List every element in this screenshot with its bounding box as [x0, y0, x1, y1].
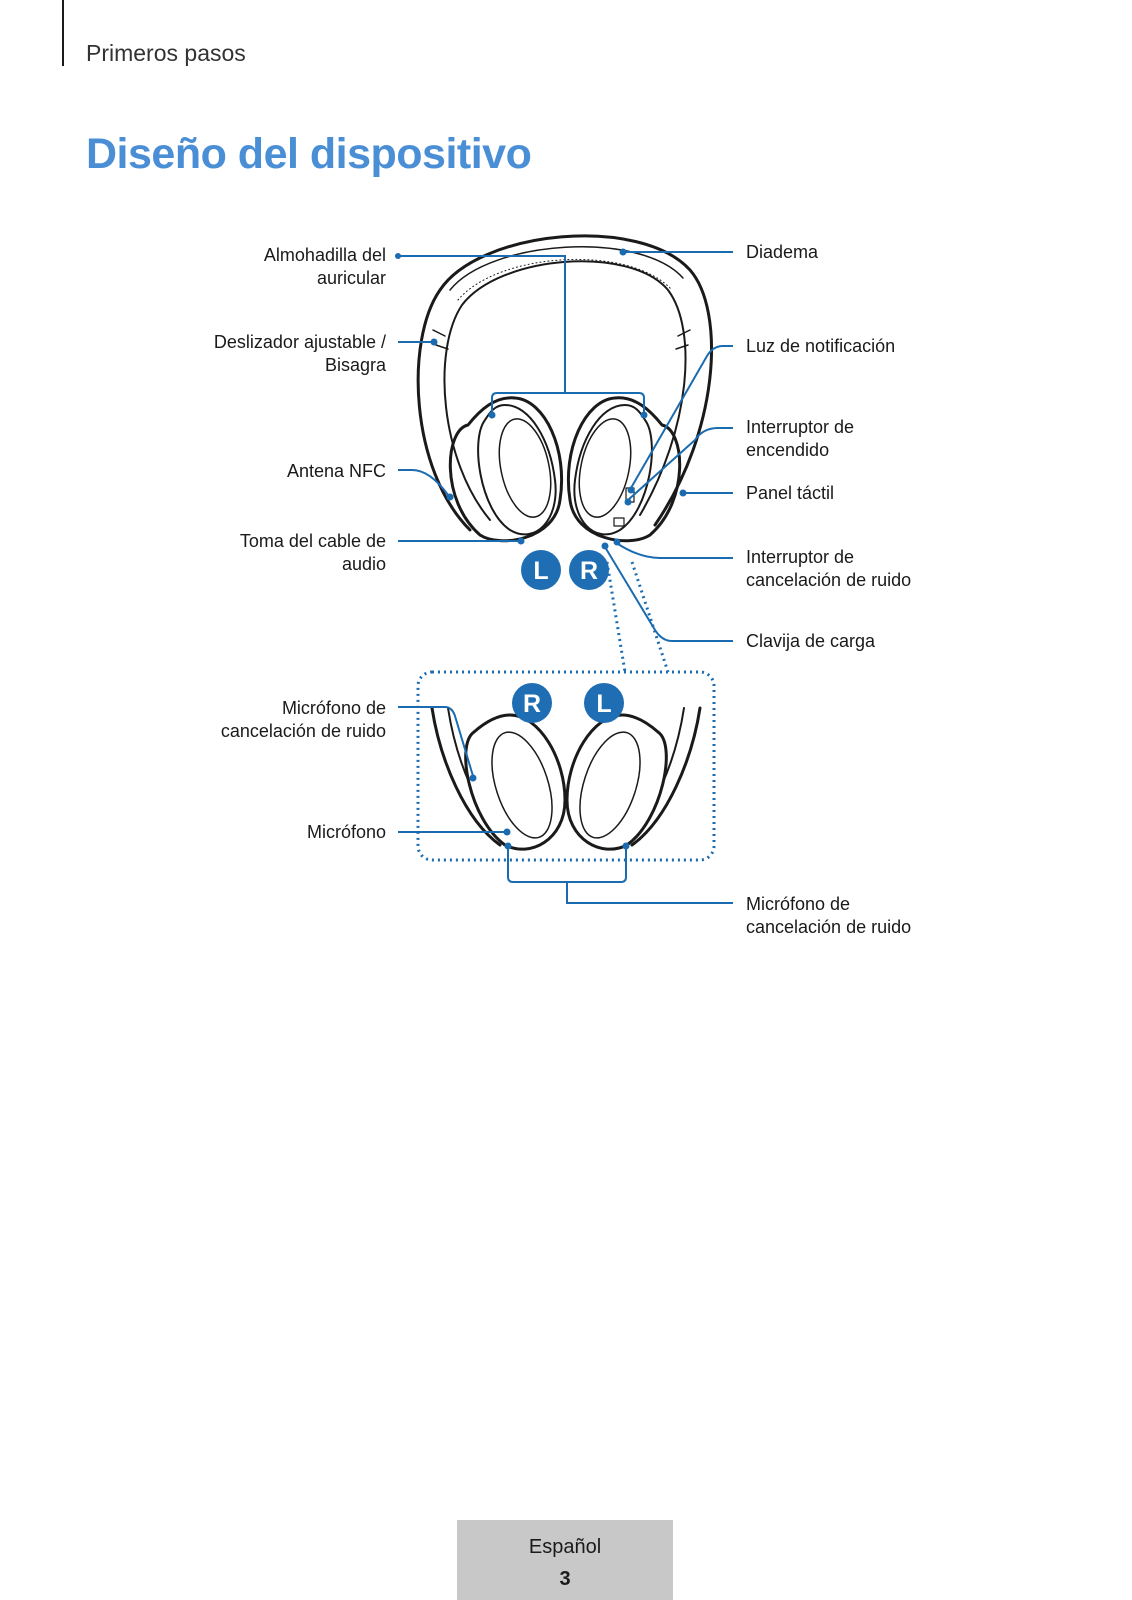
page-title: Diseño del dispositivo	[86, 130, 532, 178]
badge-letter: R	[523, 690, 541, 718]
label-touch-panel: Panel táctil	[746, 483, 835, 503]
label-headband: Diadema	[746, 242, 819, 262]
callout-lines	[398, 251, 733, 904]
label-notification-light: Luz de notificación	[746, 336, 896, 356]
rear-view-frame	[416, 670, 716, 862]
headphones-front-illustration	[416, 234, 713, 543]
badge-letter: L	[533, 557, 548, 585]
headphones-diagram: L R R L	[395, 234, 733, 904]
rear-view-connector	[605, 561, 670, 673]
label-microphone: Micrófono	[306, 822, 386, 842]
badge-letter: L	[596, 690, 611, 718]
margin-rule	[62, 0, 64, 66]
footer-language: Español	[528, 1536, 602, 1558]
label-slider-hinge: Deslizador ajustable /Bisagra	[213, 332, 386, 375]
badge-letter: R	[580, 557, 598, 585]
badge-top-right: R	[569, 550, 609, 590]
section-title: Primeros pasos	[86, 40, 246, 66]
page-number: 3	[559, 1568, 571, 1590]
badge-bottom-left: L	[584, 683, 624, 723]
headphones-rear-illustration	[430, 706, 702, 851]
label-nfc-antenna: Antena NFC	[286, 461, 386, 481]
badge-bottom-right: R	[512, 683, 552, 723]
footer-page-box: Español 3	[457, 1520, 673, 1600]
badge-top-left: L	[521, 550, 561, 590]
label-charging-port: Clavija de carga	[746, 631, 876, 651]
callout-points	[395, 248, 687, 850]
